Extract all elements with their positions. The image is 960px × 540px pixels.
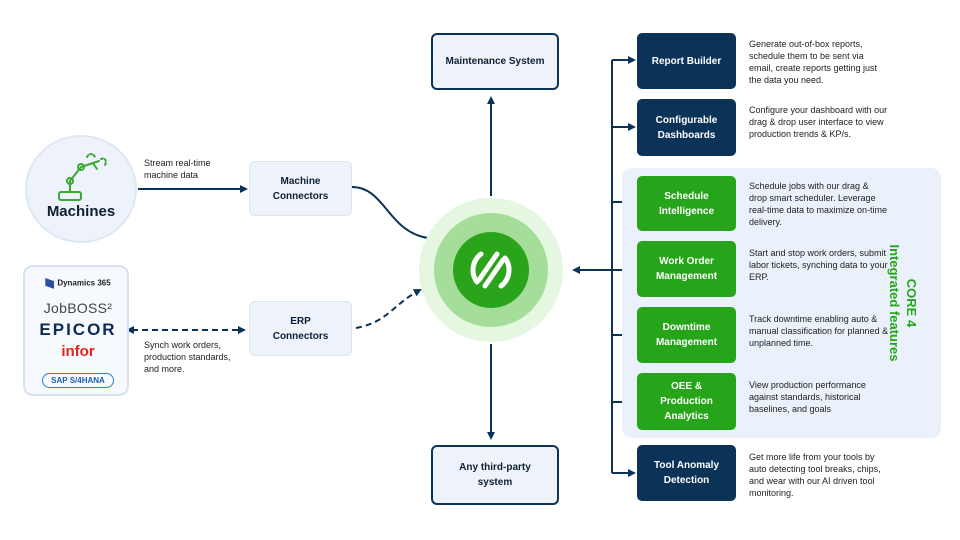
erp-logos-panel: Dynamics 365 JobBOSS² EPICOR infor SAP S… [23, 265, 129, 396]
robot-arm-icon [58, 153, 107, 201]
core-title: CORE 4 Integrated features [887, 244, 919, 361]
jobboss-logo: JobBOSS² [43, 300, 113, 316]
third-party-box: Any third-party system [431, 445, 559, 505]
feature-schedule-intelligence: Schedule Intelligence [637, 176, 736, 231]
feature-oee-production-analytics-desc: View production performance against stan… [749, 380, 866, 414]
feature-report-builder-desc: Generate out-of-box reports, schedule th… [749, 39, 878, 85]
erp-connectors-box: ERP Connectors [249, 301, 352, 356]
feature-work-order-management-desc: Start and stop work orders, submit labor… [749, 248, 888, 282]
machine-connectors-box: Machine Connectors [249, 161, 352, 216]
feature-downtime-management: Downtime Management [637, 307, 736, 363]
maintenance-system-box: Maintenance System [431, 33, 559, 90]
feature-tool-anomaly-detection-desc: Get more life from your tools by auto de… [749, 452, 881, 498]
sap-hana-logo: SAP S/4HANA [25, 370, 131, 388]
machine-connectors-to-hub-line [351, 186, 429, 239]
central-hub [419, 198, 563, 342]
stream-description: Stream real-time machine data [144, 158, 211, 180]
hub-inner-circle [453, 232, 529, 308]
feature-downtime-management-desc: Track downtime enabling auto & manual cl… [749, 314, 889, 348]
feature-configurable-dashboards-desc: Configure your dashboard with our drag &… [749, 105, 888, 139]
machines-label: Machines [46, 203, 116, 220]
feature-oee-production-analytics: OEE & Production Analytics [637, 373, 736, 430]
feature-tool-anomaly-detection: Tool Anomaly Detection [637, 445, 736, 501]
feature-report-builder: Report Builder [637, 33, 736, 89]
core-title-line1: CORE 4 [904, 279, 919, 328]
machines-node [25, 135, 137, 243]
dynamics-icon [45, 278, 55, 289]
epicor-logo: EPICOR [39, 320, 117, 339]
core-title-line2: Integrated features [887, 244, 902, 361]
sync-description: Synch work orders, production standards,… [144, 340, 231, 374]
feature-configurable-dashboards: Configurable Dashboards [637, 99, 736, 156]
hub-logo-icon [470, 251, 512, 289]
dynamics-365-logo: Dynamics 365 [25, 278, 131, 289]
infor-logo: infor [61, 343, 95, 360]
feature-schedule-intelligence-desc: Schedule jobs with our drag & drop smart… [749, 181, 888, 227]
erp-connectors-to-hub-line [355, 289, 422, 329]
feature-work-order-management: Work Order Management [637, 241, 736, 297]
